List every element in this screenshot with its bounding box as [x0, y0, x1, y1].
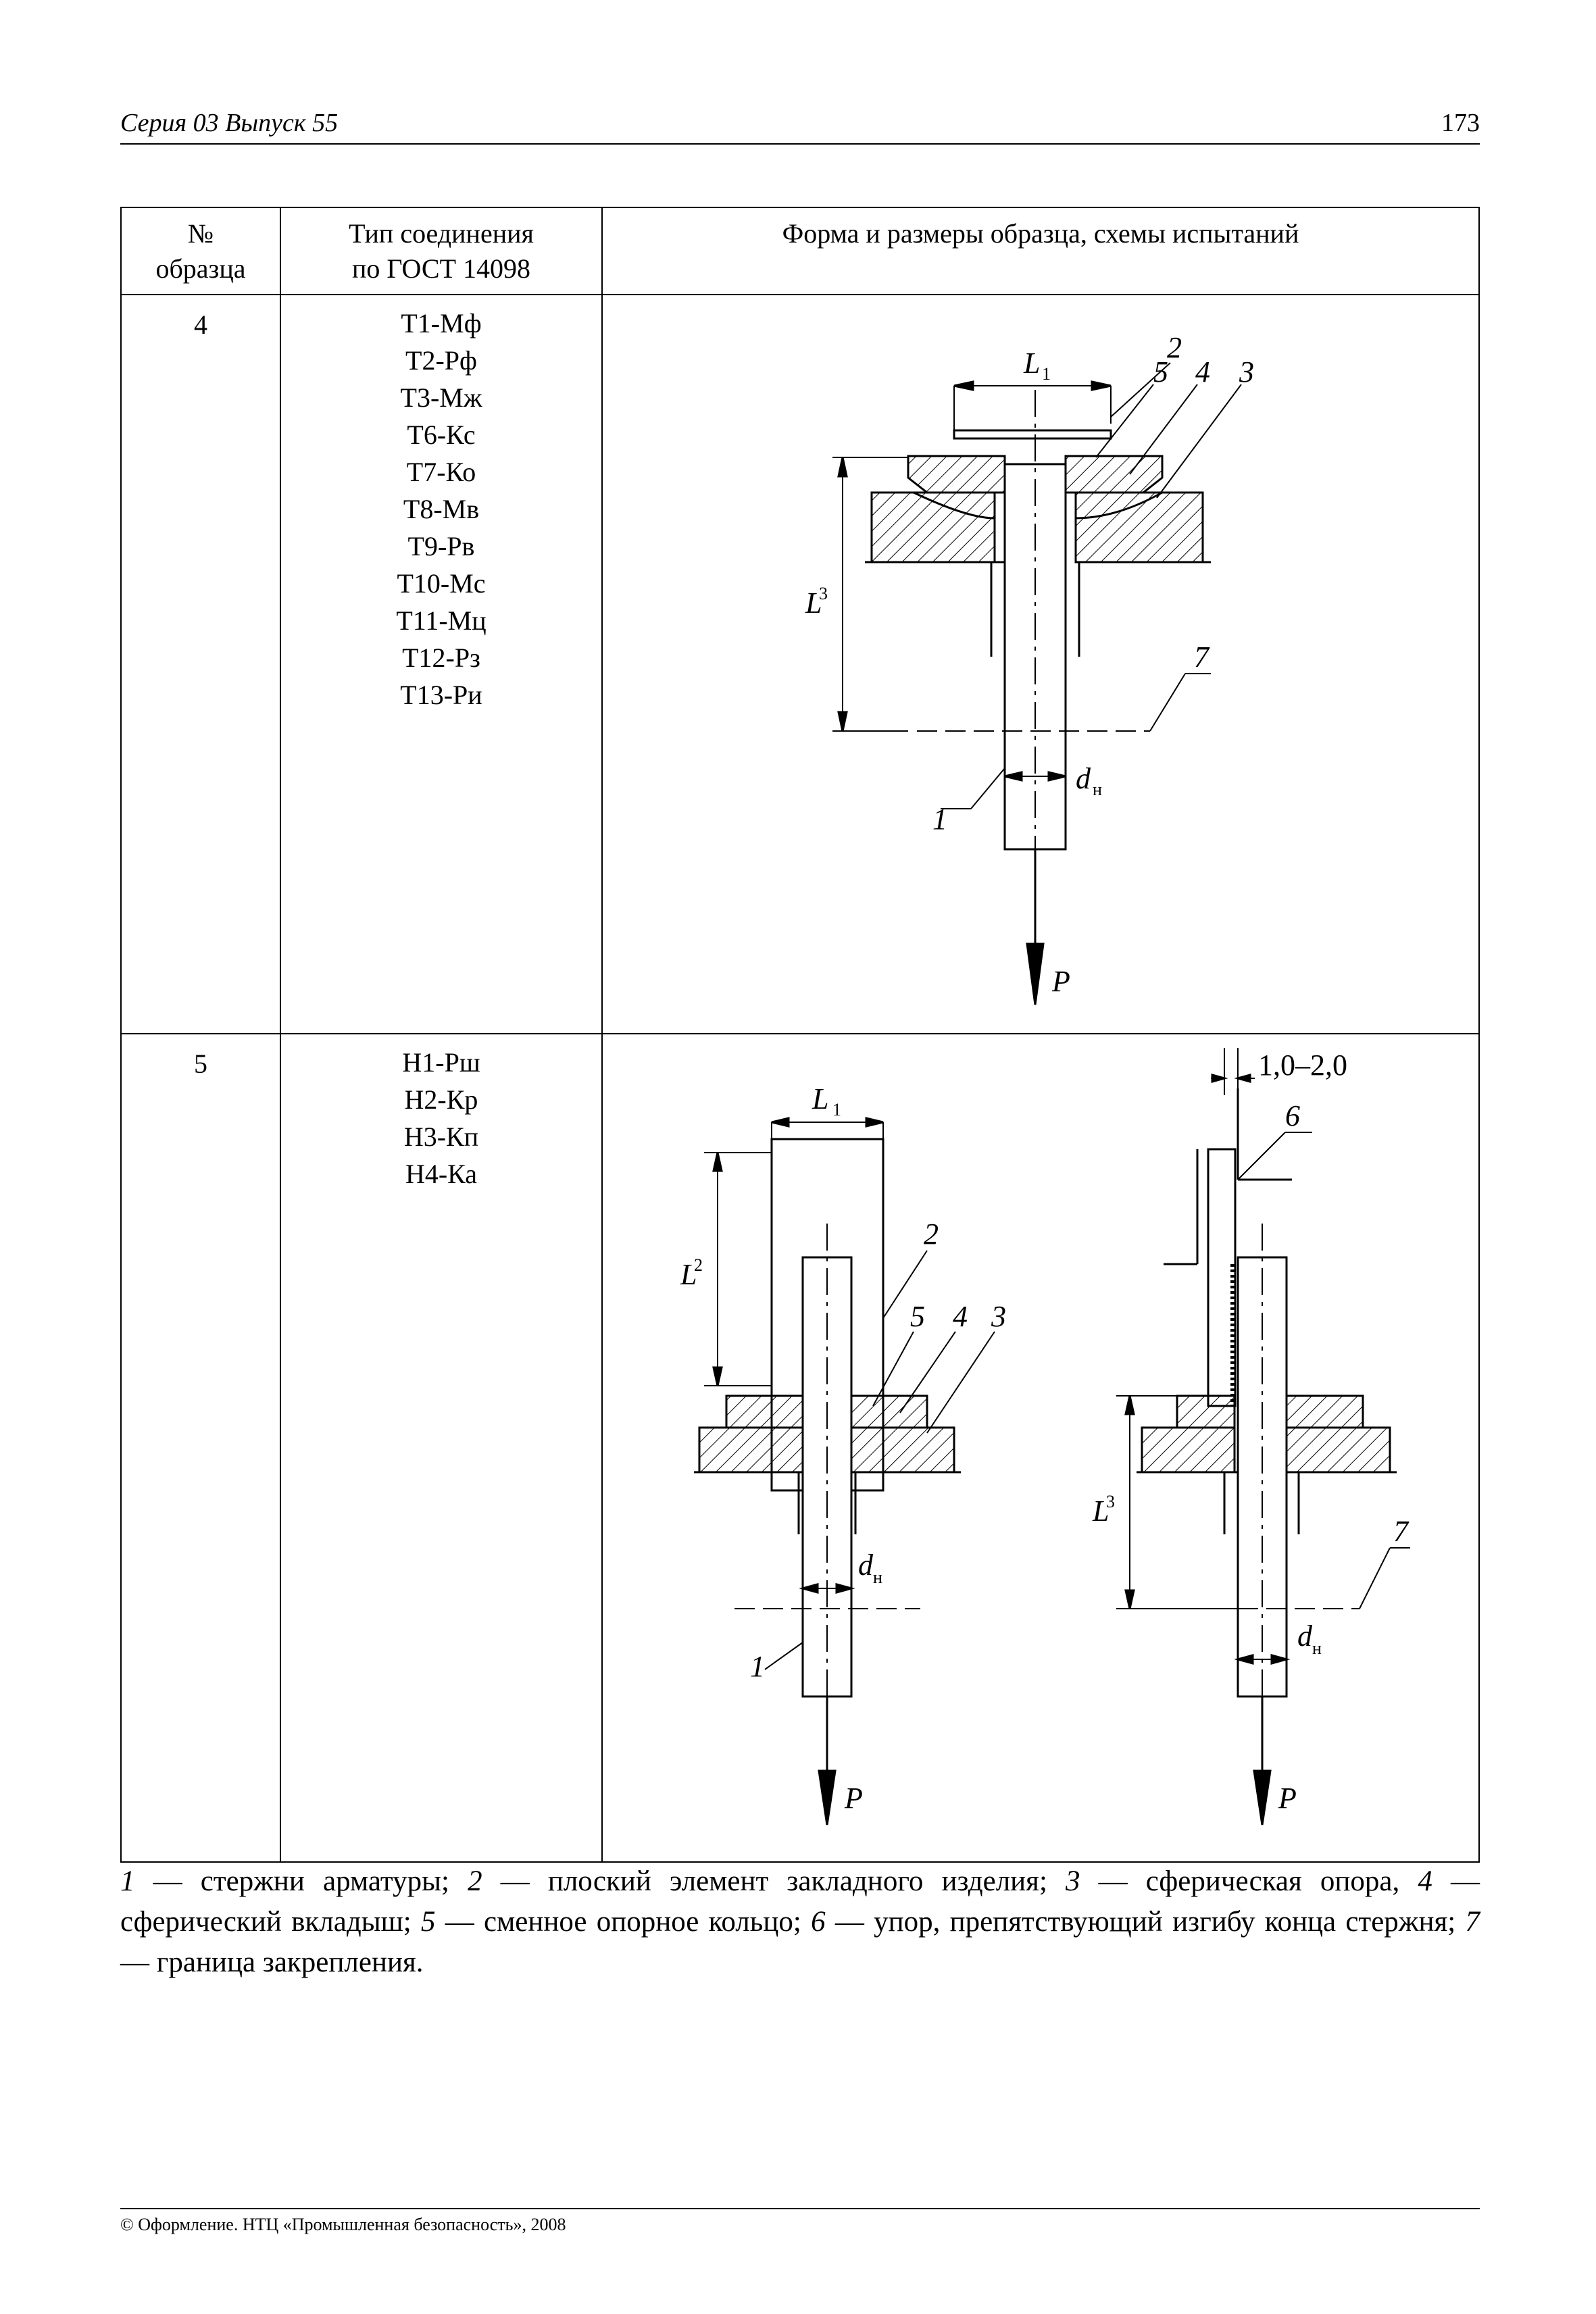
label-7: 7	[1194, 640, 1210, 674]
label-L1-subscript: 1	[832, 1100, 841, 1120]
legend-text-5: — сменное опорное кольцо;	[435, 1906, 812, 1938]
label-L2-subscript: 2	[694, 1255, 703, 1275]
table-header-row: № образца Тип соединения по ГОСТ 14098 Ф…	[120, 207, 1480, 295]
label-6: 6	[1285, 1099, 1300, 1132]
page-number: 173	[1441, 109, 1480, 137]
list-item: Н3-Кп	[403, 1122, 479, 1152]
label-4: 4	[953, 1300, 968, 1333]
list-item: Т3-Мж	[400, 382, 482, 413]
running-header-series: Серия 03 Выпуск 55	[120, 109, 339, 137]
label-1: 1	[932, 803, 947, 836]
row-number: 5	[120, 1033, 281, 1863]
connection-type-list: Н1-Рш Н2-Кр Н3-Кп Н4-Ка	[280, 1033, 603, 1863]
label-L1: L	[812, 1082, 828, 1115]
legend-key-7: 7	[1465, 1906, 1480, 1938]
legend-key-6: 6	[811, 1906, 826, 1938]
legend-key-3: 3	[1066, 1865, 1080, 1897]
list-item: Н4-Ка	[405, 1159, 478, 1189]
label-dn-subscript: н	[873, 1567, 882, 1587]
label-dn: d	[858, 1549, 874, 1582]
label-P: P	[1051, 965, 1070, 998]
legend-key-1: 1	[120, 1865, 135, 1897]
legend-key-5: 5	[420, 1906, 436, 1938]
legend-text-1: — стержни арматуры;	[134, 1865, 468, 1897]
label-4: 4	[1195, 355, 1210, 388]
list-item: Т1-Мф	[401, 308, 482, 338]
col-header-type-line2: по ГОСТ 14098	[351, 253, 531, 284]
label-dn-right: d	[1297, 1619, 1313, 1653]
label-gap: 1,0–2,0	[1258, 1049, 1347, 1082]
list-item: Т2-Рф	[405, 345, 477, 376]
col-header-scheme-text: Форма и размеры образца, схемы испытаний	[782, 218, 1299, 249]
label-2: 2	[924, 1217, 939, 1251]
label-5: 5	[1153, 355, 1168, 388]
legend-key-2: 2	[468, 1865, 482, 1897]
list-item: Т8-Мв	[403, 494, 480, 524]
label-dn-subscript: н	[1093, 780, 1102, 799]
test-scheme-cell-2: L 1 L 2 2 5 4 3 d н 1 P 1,0–2,0 6 L 3 7	[601, 1033, 1480, 1863]
label-L: L	[1023, 347, 1040, 380]
footer-copyright: © Оформление. НТЦ «Промышленная безопасн…	[120, 2215, 566, 2234]
list-item: Т13-Ри	[400, 680, 482, 710]
list-item: Т6-Кс	[407, 420, 476, 450]
legend-text-3: — сферическая опора,	[1080, 1865, 1418, 1897]
list-item: Т11-Мц	[396, 605, 487, 636]
col-header-number-line2: образца	[155, 253, 246, 284]
legend-text-2: — плоский элемент закладного изделия;	[482, 1865, 1066, 1897]
label-L3: L	[805, 586, 822, 620]
legend-text-4: — сферический вкладыш;	[120, 1865, 1480, 1938]
label-5: 5	[910, 1300, 925, 1333]
list-item: Н1-Рш	[402, 1047, 480, 1078]
test-scheme-drawing-2: L 1 L 2 2 5 4 3 d н 1 P 1,0–2,0 6 L 3 7	[680, 1048, 1410, 1826]
table-row: 5 Н1-Рш Н2-Кр Н3-Кп Н4-Ка	[120, 1033, 1480, 1863]
label-2: 2	[1167, 331, 1182, 364]
footer-rule	[120, 2208, 1480, 2209]
label-3: 3	[991, 1300, 1006, 1333]
label-7: 7	[1393, 1515, 1410, 1548]
col-header-number: № образца	[120, 207, 281, 295]
col-header-type: Тип соединения по ГОСТ 14098	[280, 207, 603, 295]
list-item: Т12-Рз	[402, 643, 480, 673]
list-item: Т9-Рв	[407, 531, 475, 561]
label-L2: L	[680, 1258, 697, 1291]
label-3: 3	[1239, 355, 1254, 388]
col-header-scheme: Форма и размеры образца, схемы испытаний	[601, 207, 1480, 295]
specimen-table: № образца Тип соединения по ГОСТ 14098 Ф…	[120, 207, 1480, 1863]
list-item: Н2-Кр	[404, 1084, 478, 1115]
label-P: P	[844, 1782, 863, 1815]
list-item: Т10-Мс	[397, 568, 486, 599]
label-L3: L	[1092, 1494, 1109, 1528]
row-number: 4	[120, 294, 281, 1034]
connection-type-list: Т1-Мф Т2-Рф Т3-Мж Т6-Кс Т7-Ко Т8-Мв Т9-Р…	[280, 294, 603, 1034]
test-scheme-cell-1: 2 5 4 3 L 1 L 3 7 1 d н P	[601, 294, 1480, 1034]
legend-text-6: — упор, препятствующий изгибу конца стер…	[825, 1906, 1466, 1938]
label-L-subscript: 1	[1042, 364, 1051, 384]
figure-legend: 1 — стержни арматуры; 2 — плоский элемен…	[120, 1861, 1480, 1983]
label-L3-subscript: 3	[1106, 1492, 1115, 1511]
label-L3-subscript: 3	[819, 584, 828, 603]
col-header-number-line1: №	[187, 218, 214, 249]
test-scheme-drawing-1: 2 5 4 3 L 1 L 3 7 1 d н P	[805, 331, 1254, 1005]
legend-text-7: — граница закрепления.	[120, 1946, 424, 1978]
col-header-type-line1: Тип соединения	[349, 218, 534, 249]
label-dn-right-subscript: н	[1312, 1638, 1322, 1658]
label-P-right: P	[1278, 1782, 1297, 1815]
list-item: Т7-Ко	[406, 457, 476, 487]
header-rule	[120, 143, 1480, 145]
table-row: 4 Т1-Мф Т2-Рф Т3-Мж Т6-Кс Т7-Ко Т8-Мв Т9…	[120, 294, 1480, 1034]
label-1: 1	[750, 1650, 765, 1683]
label-dn: d	[1076, 762, 1091, 795]
legend-key-4: 4	[1418, 1865, 1432, 1897]
